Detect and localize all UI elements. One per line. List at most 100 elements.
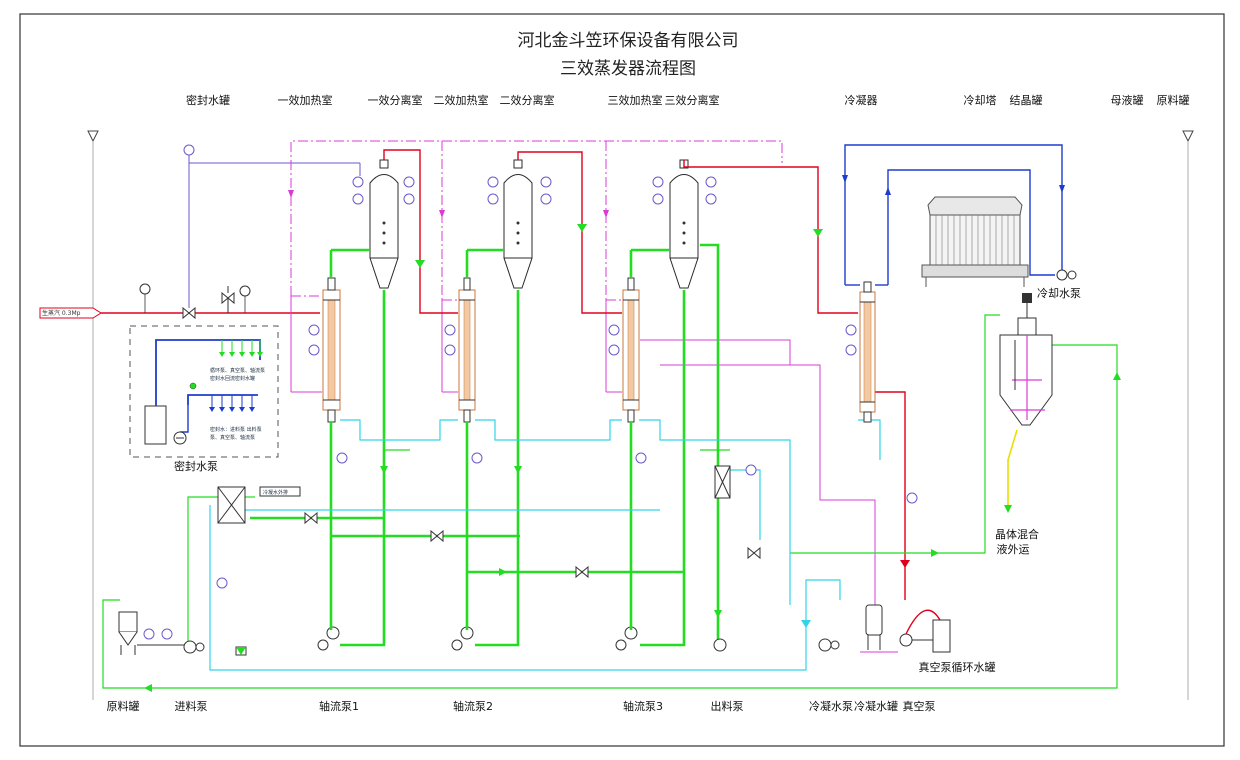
label-raw-material-tank-top: 原料罐 (1157, 93, 1190, 107)
flow-arrow (415, 260, 425, 268)
axial-pump-3[interactable] (615, 626, 638, 651)
label-cooling-water-pump: 冷却水泵 (1037, 287, 1081, 300)
instrument-ti-icon (608, 324, 620, 336)
flow-arrow (813, 229, 823, 237)
instrument-pt-icon (161, 628, 173, 640)
cooling-water-lines (844, 144, 1063, 286)
instrument-ti-icon (471, 452, 483, 464)
flow-arrow (885, 187, 891, 195)
instrument-pi-icon (444, 344, 456, 356)
flow-arrow (499, 568, 507, 576)
instrument-pt-icon (183, 144, 195, 156)
instrument-pi-icon (352, 193, 364, 205)
instrument-ti-icon (216, 577, 228, 589)
effect-1 (308, 159, 415, 651)
instrument-ti-icon (336, 452, 348, 464)
label-axial-pump-3: 轴流泵3 (623, 699, 663, 713)
instrument-ti-icon (635, 452, 647, 464)
condensate-lines (209, 419, 881, 671)
flow-arrow (1059, 185, 1065, 193)
instrument-pg-icon (745, 464, 757, 476)
bottom-equipment-labels: 原料罐 进料泵 轴流泵1 轴流泵2 轴流泵3 出料泵 冷凝水泵 冷凝水罐 真空泵 (107, 699, 936, 713)
steam-lines (383, 149, 906, 600)
flow-arrow (900, 560, 910, 568)
feed-pump[interactable] (183, 640, 205, 654)
flow-arrow (842, 175, 848, 183)
vacuum-circulation-tank (932, 619, 951, 653)
seal-note-4: 泵、真空泵、轴流泵 (210, 434, 255, 441)
instrument-pt-icon (352, 176, 364, 188)
preheater-tag: 冷凝水外排 (263, 489, 288, 496)
vapor-arrow (288, 190, 294, 198)
flow-arrow (1004, 505, 1012, 513)
instrument-ti-icon (540, 193, 552, 205)
instrument-pi-icon (608, 344, 620, 356)
steam-inlet: 生蒸汽 0.3Mp (39, 307, 320, 319)
instrument-pi-icon (652, 193, 664, 205)
instrument-ti-icon (308, 324, 320, 336)
crystal-discharge-line (1007, 429, 1018, 510)
instrument-pt-icon (487, 176, 499, 188)
axial-pump-1[interactable] (317, 626, 340, 651)
instrument-ti-icon (444, 324, 456, 336)
label-vacuum-circ-tank: 真空泵循环水罐 (919, 660, 996, 674)
separator-1 (369, 159, 399, 289)
instrument-tt-icon (403, 176, 415, 188)
flow-arrow (931, 549, 939, 557)
label-seal-water-tank: 密封水罐 (186, 93, 230, 107)
axial-pump-2[interactable] (451, 626, 474, 651)
instrument-pi-icon (845, 344, 857, 356)
condensate-pump[interactable] (818, 638, 840, 652)
crystallizer (999, 293, 1053, 426)
vapor-lines (290, 140, 783, 393)
seal-note-1: 循环泵、真空泵、轴流泵 (210, 367, 265, 374)
heater-3 (622, 277, 640, 423)
label-heater-2: 二效加热室 (434, 93, 489, 107)
flow-arrow (144, 684, 152, 692)
label-crystallizer: 结晶罐 (1010, 94, 1043, 107)
valve-discharge[interactable] (747, 546, 761, 560)
pressure-gauge-icon (239, 285, 251, 297)
seal-water-pump[interactable] (173, 431, 187, 445)
instrument-ti-icon (705, 193, 717, 205)
cooling-water-pump[interactable] (1056, 269, 1077, 281)
valve-effect3-transfer[interactable] (575, 565, 589, 579)
label-cooling-tower: 冷却塔 (964, 94, 997, 107)
thin-liquid-lines (102, 314, 1118, 689)
instrument-pi-icon (143, 628, 155, 640)
label-raw-tank: 原料罐 (107, 699, 140, 713)
liquid-lines (250, 243, 720, 647)
label-condensate-tank: 冷凝水罐 (854, 699, 898, 713)
label-axial-pump-1: 轴流泵1 (319, 699, 359, 713)
separator-3 (669, 159, 699, 289)
pressure-gauge-icon (139, 283, 151, 295)
flow-arrow (514, 466, 522, 474)
label-crystal-out-1: 晶体混合 (995, 527, 1039, 541)
valve-effect2-transfer[interactable] (430, 529, 444, 543)
seal-distribution-arrows (209, 340, 263, 412)
label-condensate-pump: 冷凝水泵 (809, 699, 853, 713)
drawing-border (19, 13, 1225, 747)
instrument-pt-icon (652, 176, 664, 188)
heater-2 (458, 277, 476, 423)
instrument-ti-icon (845, 324, 857, 336)
flow-arrow (577, 224, 587, 232)
heater-1 (322, 277, 341, 423)
instrument-ti-icon (403, 193, 415, 205)
label-separator-3: 三效分离室 (665, 93, 720, 107)
label-separator-1: 一效分离室 (368, 93, 423, 107)
steam-control-valve[interactable] (221, 286, 235, 313)
steam-valve[interactable] (182, 306, 196, 320)
cyan-arrows (801, 620, 811, 628)
label-seal-water-pump: 密封水泵 (174, 459, 218, 473)
seal-note-3: 密封水：进料泵 出料泵 (210, 426, 262, 433)
condensate-tank (865, 604, 883, 650)
valve-effect1-transfer[interactable] (304, 511, 318, 525)
flow-arrow (1113, 372, 1121, 380)
label-feed-pump: 进料泵 (175, 699, 208, 713)
discharge-pump[interactable] (713, 638, 727, 652)
seal-check-valve[interactable] (235, 646, 247, 656)
label-heater-3: 三效加热室 (608, 93, 663, 107)
vapor-arrow (603, 210, 609, 218)
